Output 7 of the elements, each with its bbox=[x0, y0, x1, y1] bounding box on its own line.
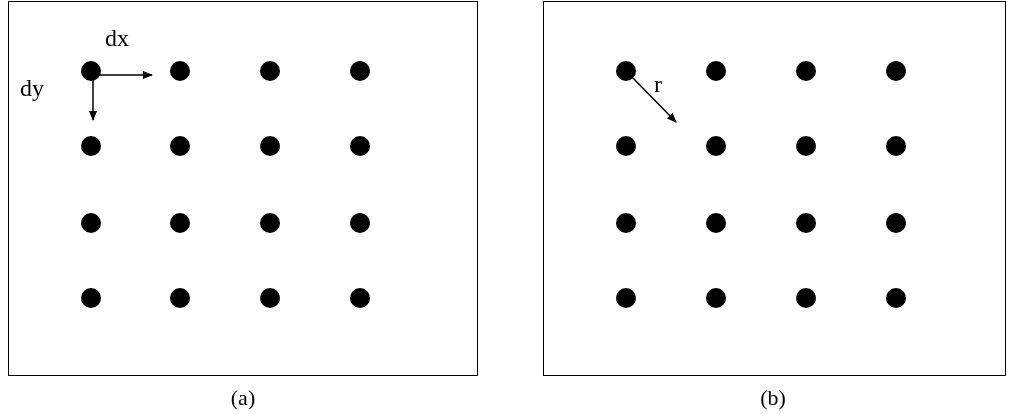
dimension-label: dx bbox=[105, 26, 129, 50]
dimension-label: r bbox=[654, 72, 662, 96]
panel-frame bbox=[8, 1, 478, 376]
panel-caption: (a) bbox=[230, 385, 256, 411]
dimension-label: dy bbox=[20, 76, 44, 100]
panel-frame bbox=[543, 1, 1006, 376]
panel-caption: (b) bbox=[760, 385, 786, 411]
